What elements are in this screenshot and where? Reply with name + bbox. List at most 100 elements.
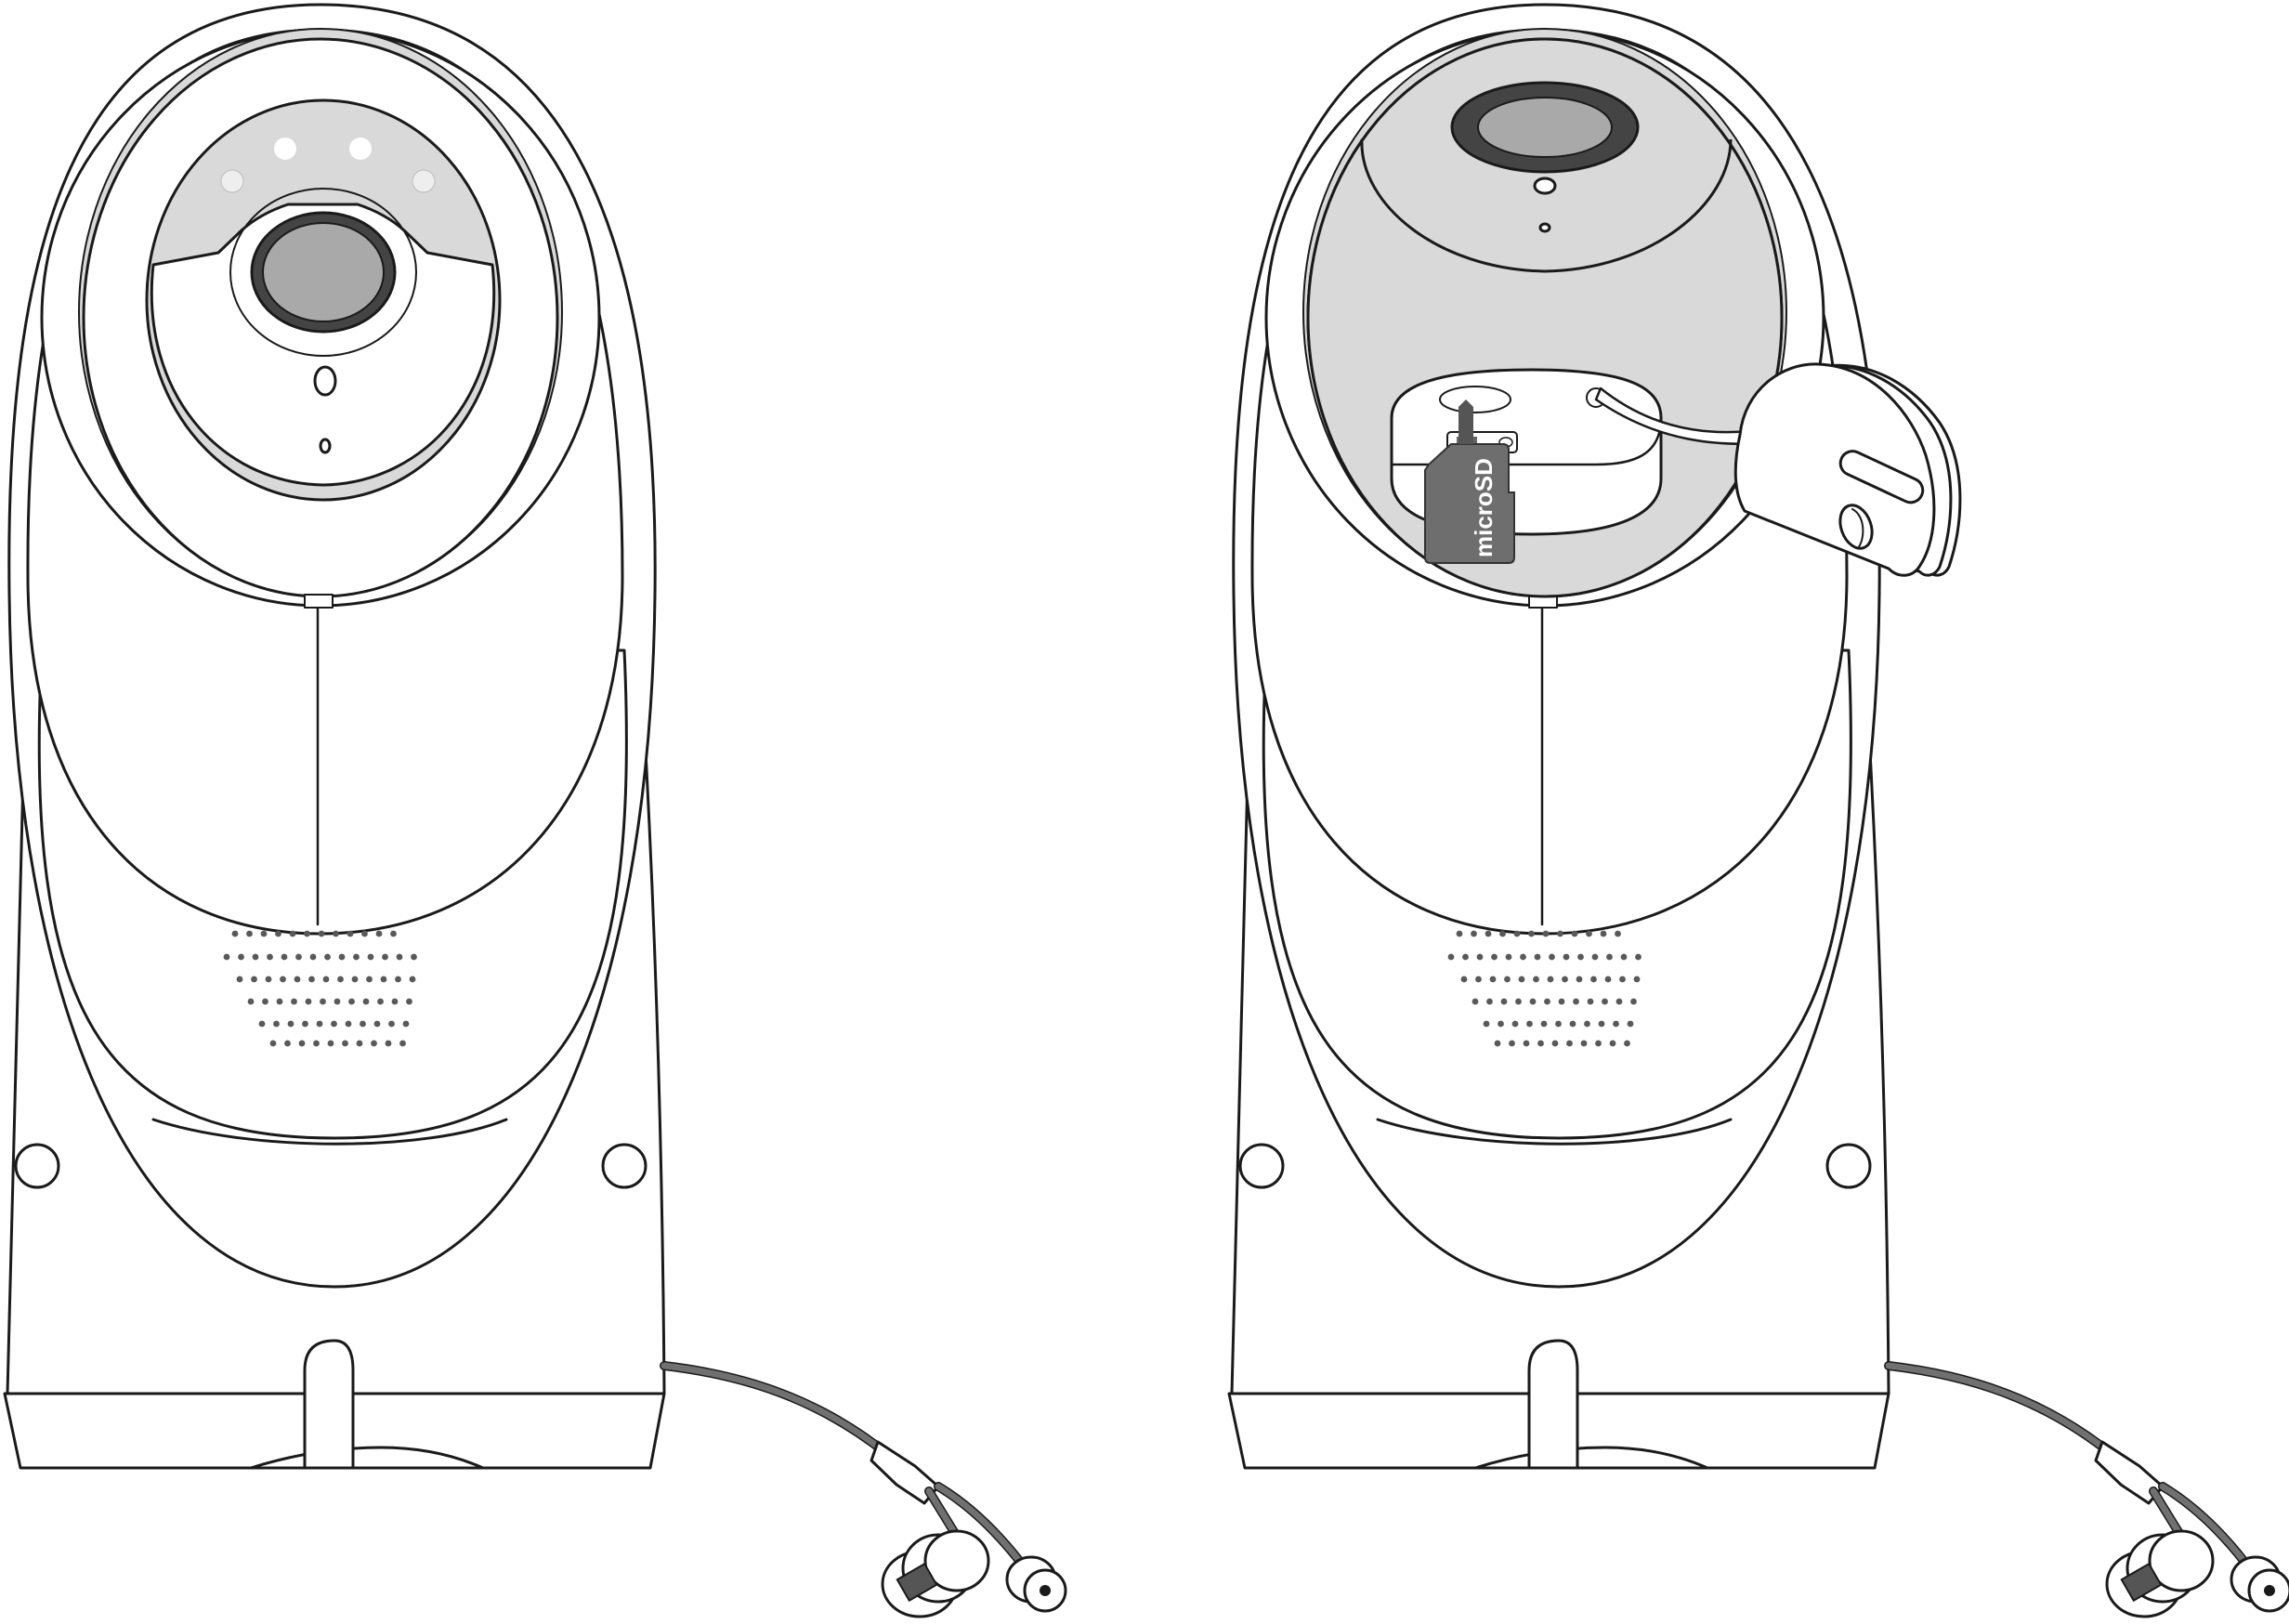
grille-hole bbox=[1598, 1020, 1605, 1028]
grille-hole bbox=[1613, 1020, 1619, 1028]
grille-hole bbox=[1515, 998, 1522, 1005]
grille-hole bbox=[1586, 930, 1592, 937]
grille-hole bbox=[284, 1040, 291, 1047]
grille-hole bbox=[1518, 976, 1525, 983]
microphone-icon bbox=[1538, 222, 1551, 233]
grille-hole bbox=[246, 930, 253, 937]
grille-hole bbox=[1529, 998, 1537, 1005]
grille-hole bbox=[402, 1020, 410, 1028]
microsd-card[interactable]: microSD bbox=[1424, 399, 1515, 564]
grille-hole bbox=[308, 976, 315, 983]
grille-hole bbox=[1472, 998, 1479, 1005]
grille-hole bbox=[1528, 930, 1535, 937]
grille-hole bbox=[1577, 953, 1584, 961]
grille-hole bbox=[353, 953, 360, 961]
grille-hole bbox=[1615, 930, 1621, 937]
grille-hole bbox=[360, 1020, 366, 1028]
grille-hole bbox=[399, 1040, 406, 1047]
grille-hole bbox=[305, 998, 312, 1005]
speaker-grille bbox=[223, 930, 417, 1047]
grille-hole bbox=[371, 1040, 377, 1047]
grille-hole bbox=[406, 998, 412, 1005]
grille-hole bbox=[1523, 1040, 1530, 1047]
grille-hole bbox=[1563, 953, 1570, 961]
grille-hole bbox=[1511, 1020, 1519, 1028]
grille-hole bbox=[309, 953, 317, 961]
camera-lens-icon bbox=[262, 222, 385, 322]
grille-hole bbox=[361, 930, 368, 937]
grille-hole bbox=[1551, 1040, 1559, 1047]
grille-hole bbox=[276, 998, 283, 1005]
grille-hole bbox=[238, 953, 244, 961]
grille-hole bbox=[1513, 930, 1521, 937]
ir-led-icon bbox=[412, 169, 436, 193]
grille-hole bbox=[1602, 998, 1608, 1005]
grille-hole bbox=[395, 976, 401, 983]
grille-hole bbox=[320, 998, 326, 1005]
grille-hole bbox=[1483, 1020, 1490, 1028]
grille-hole bbox=[1562, 976, 1568, 983]
grille-hole bbox=[275, 930, 281, 937]
grille-hole bbox=[1475, 976, 1482, 983]
grille-hole bbox=[1486, 998, 1493, 1005]
grille-hole bbox=[375, 930, 383, 937]
grille-hole bbox=[1500, 998, 1508, 1005]
grille-hole bbox=[396, 953, 403, 961]
grille-hole bbox=[1609, 1040, 1616, 1047]
grille-hole bbox=[373, 1020, 381, 1028]
camera-open-view: microSD bbox=[1227, 3, 2289, 1618]
grille-hole bbox=[269, 1040, 277, 1047]
grille-hole bbox=[302, 1020, 308, 1028]
grille-hole bbox=[298, 1040, 306, 1047]
grille-hole bbox=[1476, 953, 1484, 961]
grille-hole bbox=[331, 1020, 337, 1028]
grille-hole bbox=[1498, 1020, 1504, 1028]
grille-hole bbox=[260, 930, 268, 937]
grille-hole bbox=[356, 1040, 363, 1047]
grille-hole bbox=[1633, 976, 1641, 983]
grille-hole bbox=[1591, 953, 1599, 961]
grille-hole bbox=[338, 953, 346, 961]
grille-hole bbox=[1630, 998, 1637, 1005]
camera-front-view bbox=[3, 3, 1067, 1618]
grille-hole bbox=[366, 976, 373, 983]
grille-hole bbox=[351, 976, 359, 983]
grille-hole bbox=[287, 1020, 294, 1028]
grille-hole bbox=[258, 1020, 266, 1028]
grille-hole bbox=[1557, 930, 1563, 937]
grille-hole bbox=[1576, 976, 1583, 983]
grille-hole bbox=[1549, 953, 1555, 961]
grille-hole bbox=[1540, 1020, 1548, 1028]
grille-hole bbox=[1595, 1040, 1602, 1047]
grille-hole bbox=[1573, 998, 1579, 1005]
grille-hole bbox=[409, 976, 416, 983]
grille-hole bbox=[1606, 953, 1613, 961]
grille-hole bbox=[262, 998, 268, 1005]
grille-hole bbox=[1587, 998, 1594, 1005]
grille-hole bbox=[1544, 998, 1550, 1005]
grille-hole bbox=[411, 953, 417, 961]
grille-hole bbox=[1580, 1040, 1588, 1047]
grille-hole bbox=[247, 998, 255, 1005]
grille-hole bbox=[1489, 976, 1497, 983]
weather-cover[interactable] bbox=[1733, 362, 1962, 577]
grille-hole bbox=[295, 953, 302, 961]
grille-hole bbox=[382, 953, 388, 961]
cover-grip-icon bbox=[1838, 450, 1925, 504]
grille-hole bbox=[1494, 1040, 1501, 1047]
grille-hole bbox=[1624, 1040, 1630, 1047]
grille-hole bbox=[334, 998, 341, 1005]
grille-hole bbox=[236, 976, 243, 983]
grille-hole bbox=[391, 998, 399, 1005]
grille-hole bbox=[280, 976, 286, 983]
grille-hole bbox=[289, 930, 296, 937]
grille-hole bbox=[1537, 1040, 1544, 1047]
grille-hole bbox=[231, 930, 239, 937]
grille-hole bbox=[348, 998, 355, 1005]
grille-hole bbox=[333, 930, 339, 937]
grille-hole bbox=[347, 930, 354, 937]
grille-hole bbox=[362, 998, 370, 1005]
ir-led-icon bbox=[274, 138, 296, 160]
microphone-icon bbox=[319, 438, 332, 454]
